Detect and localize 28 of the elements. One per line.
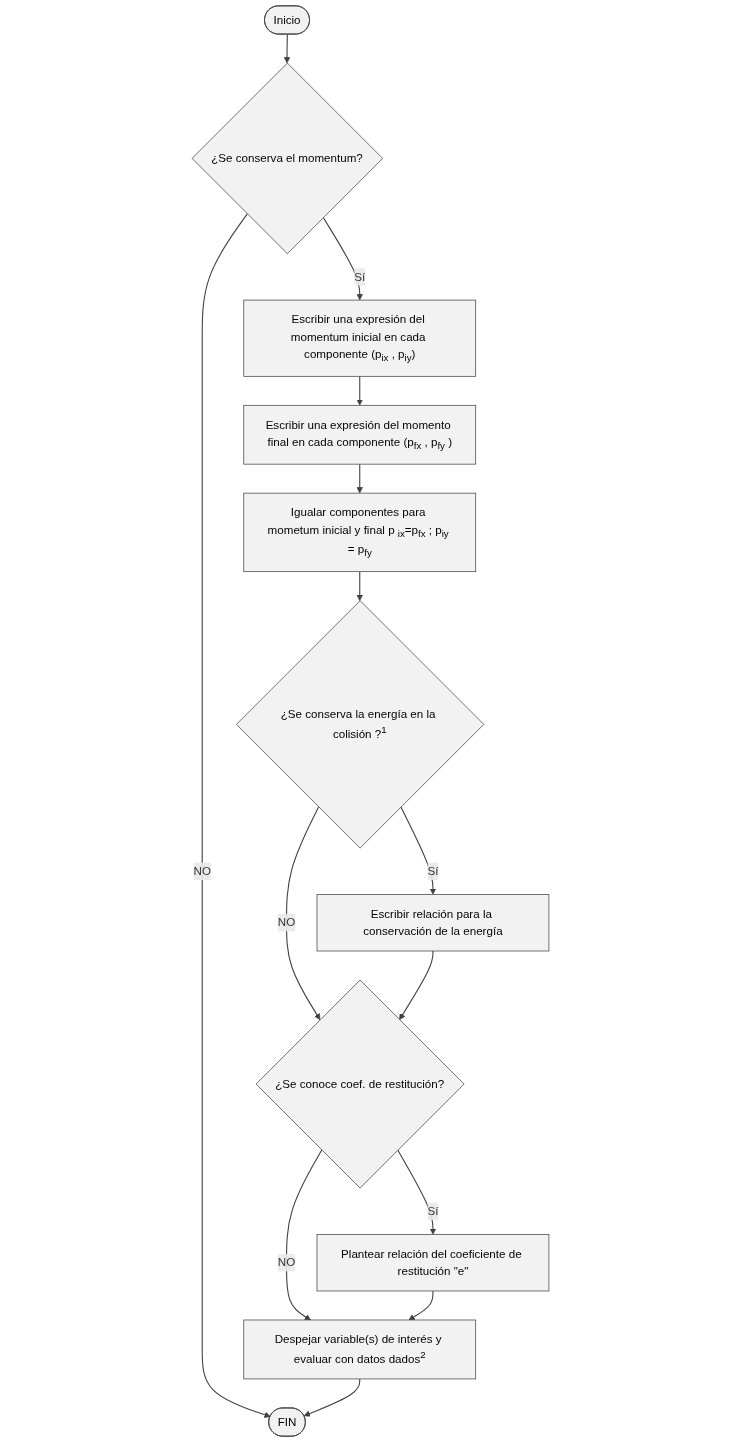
arrow (400, 806, 437, 895)
node-diamond: ¿Se conserva el momentum? (191, 62, 384, 255)
node-box: Escribir una expresión del momento final en cada componente (p$_{fx}$ , p$_{fy}$ ) (243, 404, 477, 465)
node-diamond: ¿Se conoce coef. de restitución? (255, 979, 465, 1189)
node-box: Igualar componentes para mometum inicial y final p $_{ix}$=p$_{fx}$ ; p$_{iy}$ = p$_{fy}$ (243, 492, 477, 573)
arrow (399, 950, 434, 1020)
arrow (356, 375, 363, 406)
arrow (397, 1149, 437, 1235)
edge-label: NO (277, 916, 296, 929)
arrow (408, 1290, 434, 1321)
node-box: Despejar variable(s) de interés y evaluar con datos dados$^{2}$ (243, 1319, 477, 1380)
arrow (356, 571, 363, 601)
node-diamond: ¿Se conserva la energía en la colisión ?$^{1}$ (236, 600, 485, 849)
arrow (303, 1378, 361, 1417)
edge-label: Sí (427, 1204, 439, 1218)
edge-label: NO (277, 1256, 296, 1269)
edge-label: Sí (354, 270, 366, 283)
arrow (283, 33, 291, 64)
node-box: Escribir relación para la conservación de la energía (316, 894, 550, 952)
arrow (356, 463, 363, 494)
edge-label: NO (193, 864, 211, 878)
node-box: Plantear relación del coeficiente de restitución "e" (316, 1234, 550, 1292)
node-box: Escribir una expresión del momentum inicial en cada componente (p$_{ix}$ , p$_{iy}$) (243, 299, 477, 377)
arrow (286, 806, 321, 1020)
arrow (201, 213, 271, 1418)
arrow (286, 1149, 323, 1321)
arrow (322, 216, 363, 301)
edge-label: Sí (427, 864, 439, 878)
